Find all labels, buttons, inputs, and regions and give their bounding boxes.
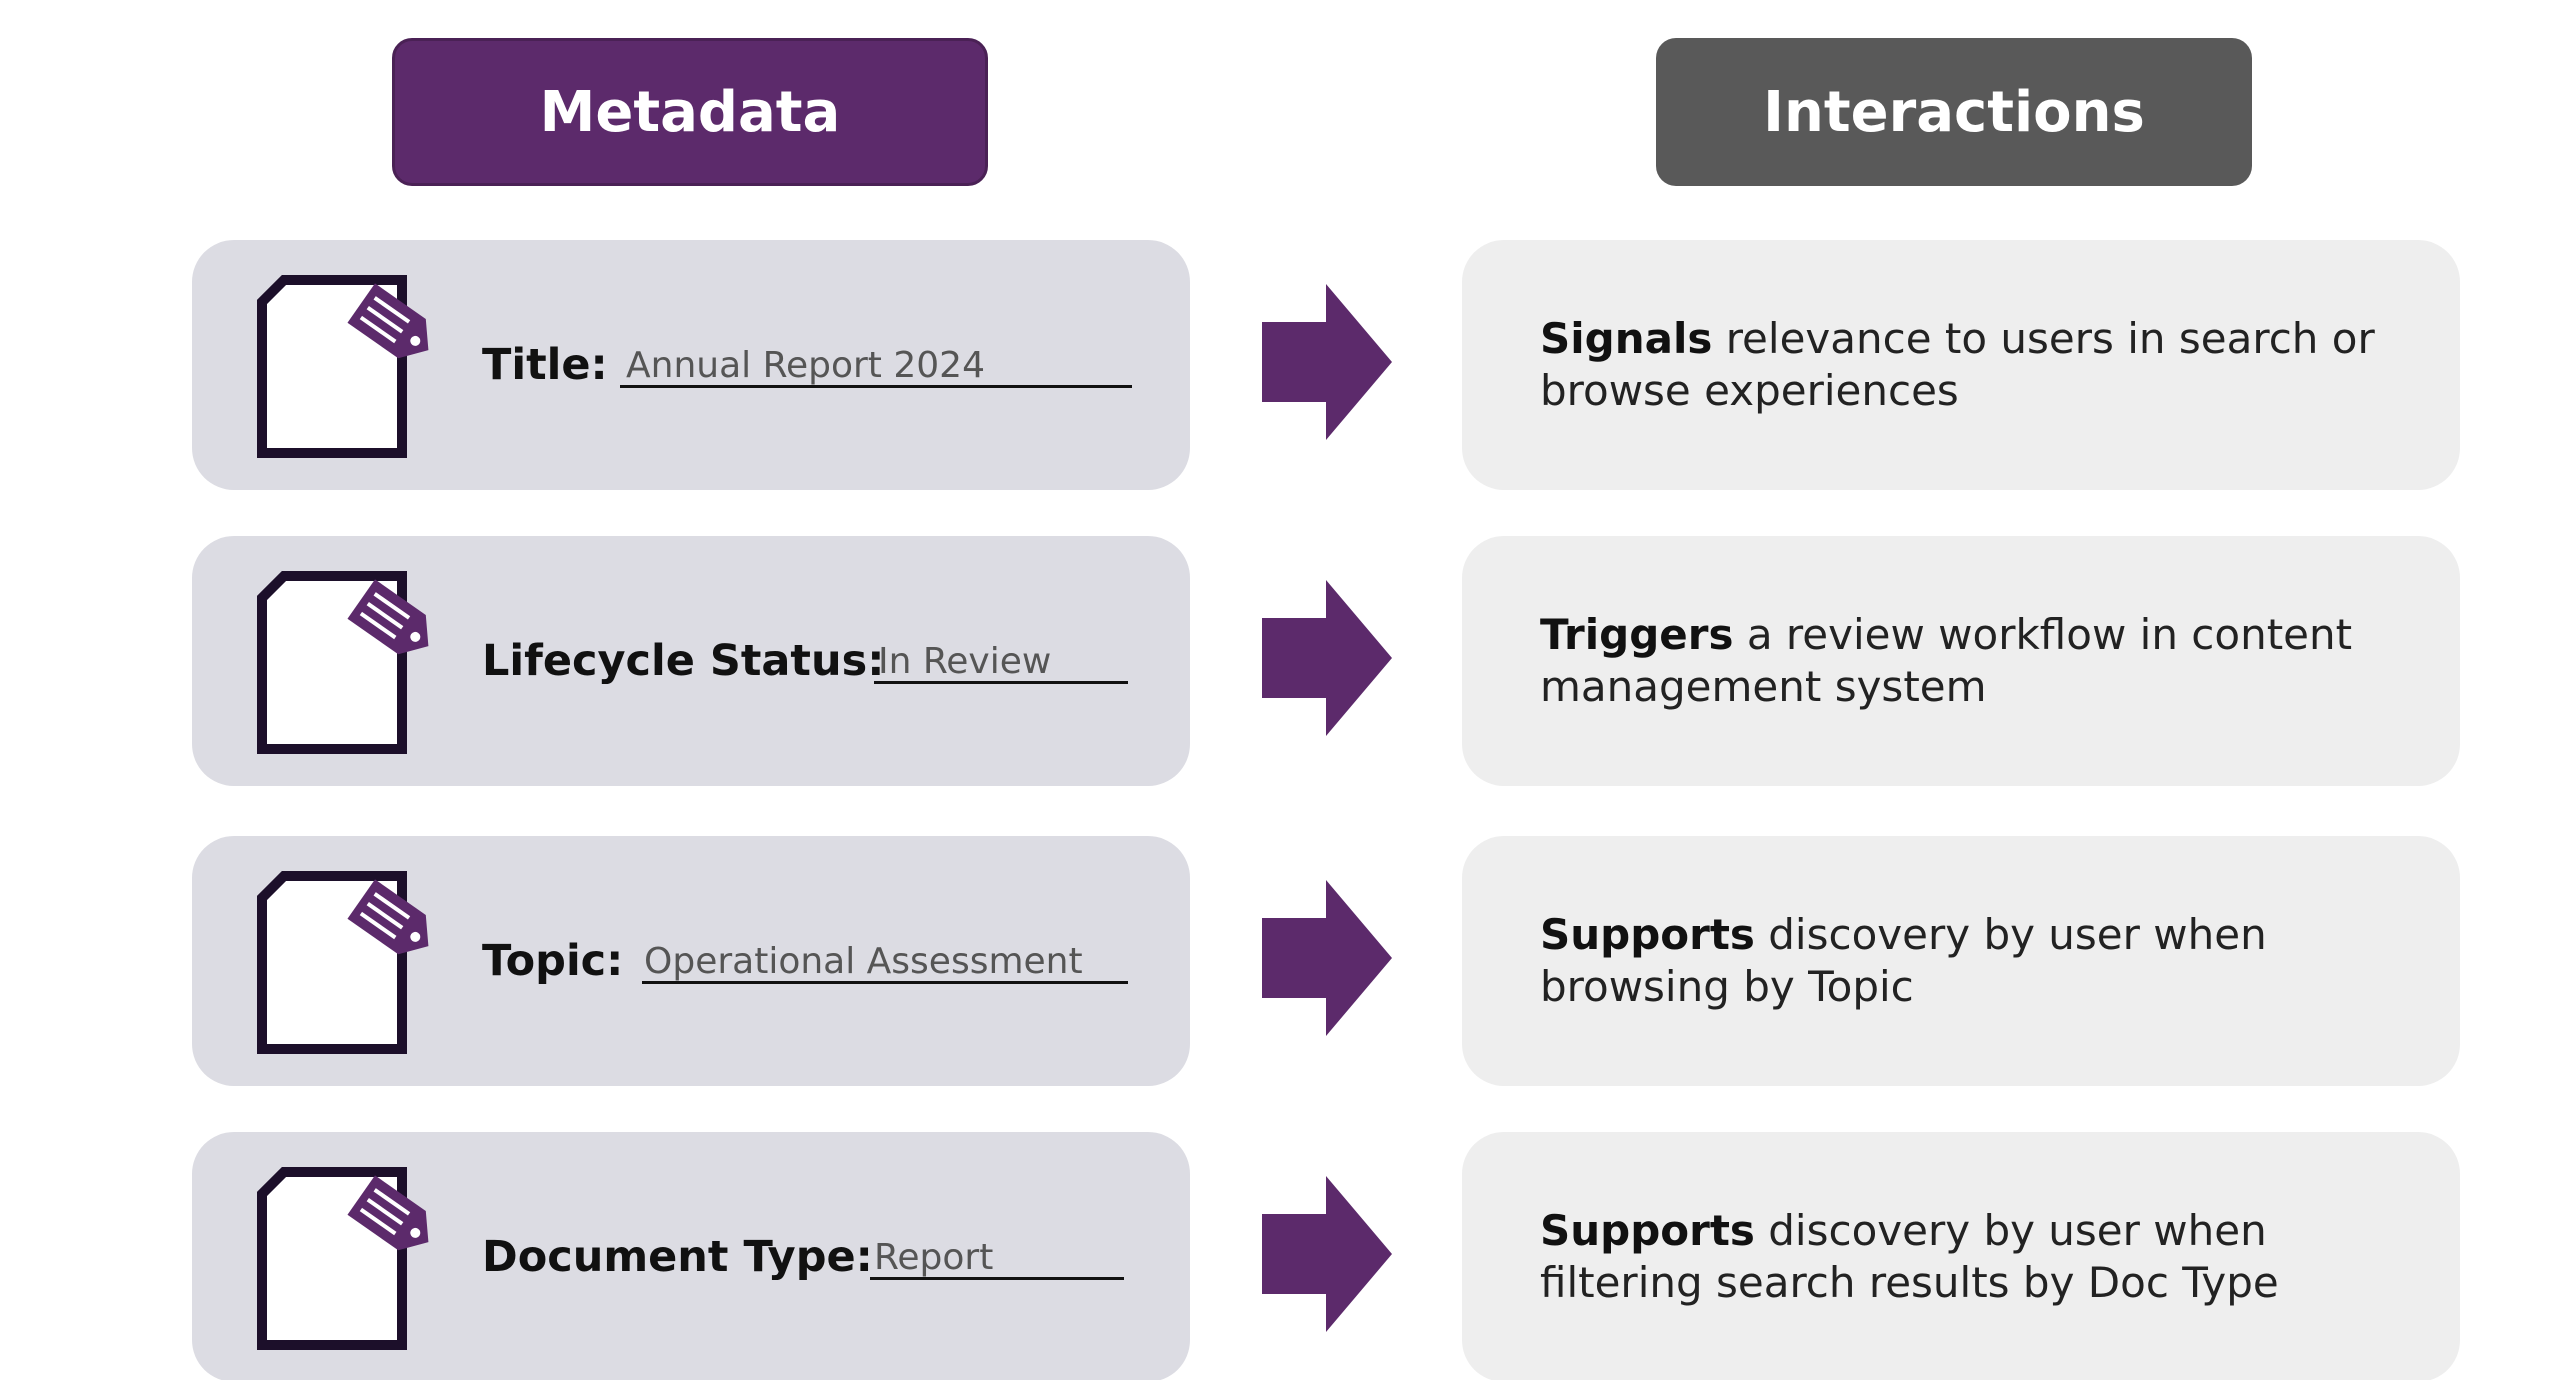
- document-icon: [257, 1167, 429, 1350]
- interaction-text: Supports discovery by user when filterin…: [1540, 1132, 2420, 1380]
- arrow-right-icon: [1262, 284, 1392, 440]
- arrow-right-icon: [1262, 880, 1392, 1036]
- tag-icon: [347, 1175, 429, 1251]
- interaction-line-2: browse experiences: [1540, 366, 1959, 415]
- interaction-line-1: a review workflow in content: [1733, 610, 2353, 659]
- interaction-line-1: discovery by user when: [1754, 910, 2267, 959]
- document-icon: [257, 275, 429, 458]
- interaction-keyword: Supports: [1540, 910, 1755, 959]
- interaction-text: Signals relevance to users in search or …: [1540, 240, 2420, 490]
- tag-icon: [347, 879, 429, 955]
- interaction-keyword: Triggers: [1540, 610, 1734, 659]
- interaction-card-lifecycle-status: Triggers a review workflow in content ma…: [1462, 536, 2460, 786]
- value-underline: [620, 385, 1132, 388]
- metadata-label: Lifecycle Status:: [482, 636, 885, 686]
- interaction-line-1: discovery by user when: [1754, 1206, 2267, 1255]
- metadata-card-document-type: Document Type: Report: [192, 1132, 1190, 1380]
- metadata-value: Annual Report 2024: [626, 344, 985, 386]
- interaction-keyword: Supports: [1540, 1206, 1755, 1255]
- metadata-value: Operational Assessment: [644, 940, 1083, 982]
- metadata-label: Title:: [482, 340, 608, 390]
- interaction-text: Triggers a review workflow in content ma…: [1540, 536, 2420, 786]
- tag-icon: [347, 579, 429, 655]
- interaction-card-topic: Supports discovery by user when browsing…: [1462, 836, 2460, 1086]
- value-underline: [642, 981, 1128, 984]
- arrow-right-icon: [1262, 1176, 1392, 1332]
- document-icon: [257, 571, 429, 754]
- metadata-card-topic: Topic: Operational Assessment: [192, 836, 1190, 1086]
- interaction-card-title: Signals relevance to users in search or …: [1462, 240, 2460, 490]
- row-topic: Topic: Operational Assessment Supports d…: [0, 836, 2560, 1086]
- tag-icon: [347, 283, 429, 359]
- interaction-line-2: management system: [1540, 662, 1987, 711]
- interaction-text: Supports discovery by user when browsing…: [1540, 836, 2420, 1086]
- interaction-card-document-type: Supports discovery by user when filterin…: [1462, 1132, 2460, 1380]
- metadata-card-title: Title: Annual Report 2024: [192, 240, 1190, 490]
- interaction-line-2: browsing by Topic: [1540, 962, 1914, 1011]
- value-underline: [874, 681, 1128, 684]
- metadata-label: Document Type:: [482, 1232, 873, 1282]
- metadata-value: In Review: [878, 640, 1052, 682]
- row-title: Title: Annual Report 2024 Signals releva…: [0, 240, 2560, 490]
- arrow-right-icon: [1262, 580, 1392, 736]
- interactions-header: Interactions: [1656, 38, 2252, 186]
- row-lifecycle-status: Lifecycle Status: In Review Triggers a r…: [0, 536, 2560, 786]
- row-document-type: Document Type: Report Supports discovery…: [0, 1132, 2560, 1380]
- document-icon: [257, 871, 429, 1054]
- interaction-line-1: relevance to users in search or: [1712, 314, 2375, 363]
- interaction-line-2: filtering search results by Doc Type: [1540, 1258, 2279, 1307]
- metadata-header: Metadata: [392, 38, 988, 186]
- metadata-value: Report: [874, 1236, 994, 1278]
- interaction-keyword: Signals: [1540, 314, 1713, 363]
- metadata-card-lifecycle-status: Lifecycle Status: In Review: [192, 536, 1190, 786]
- value-underline: [870, 1277, 1124, 1280]
- metadata-label: Topic:: [482, 936, 624, 986]
